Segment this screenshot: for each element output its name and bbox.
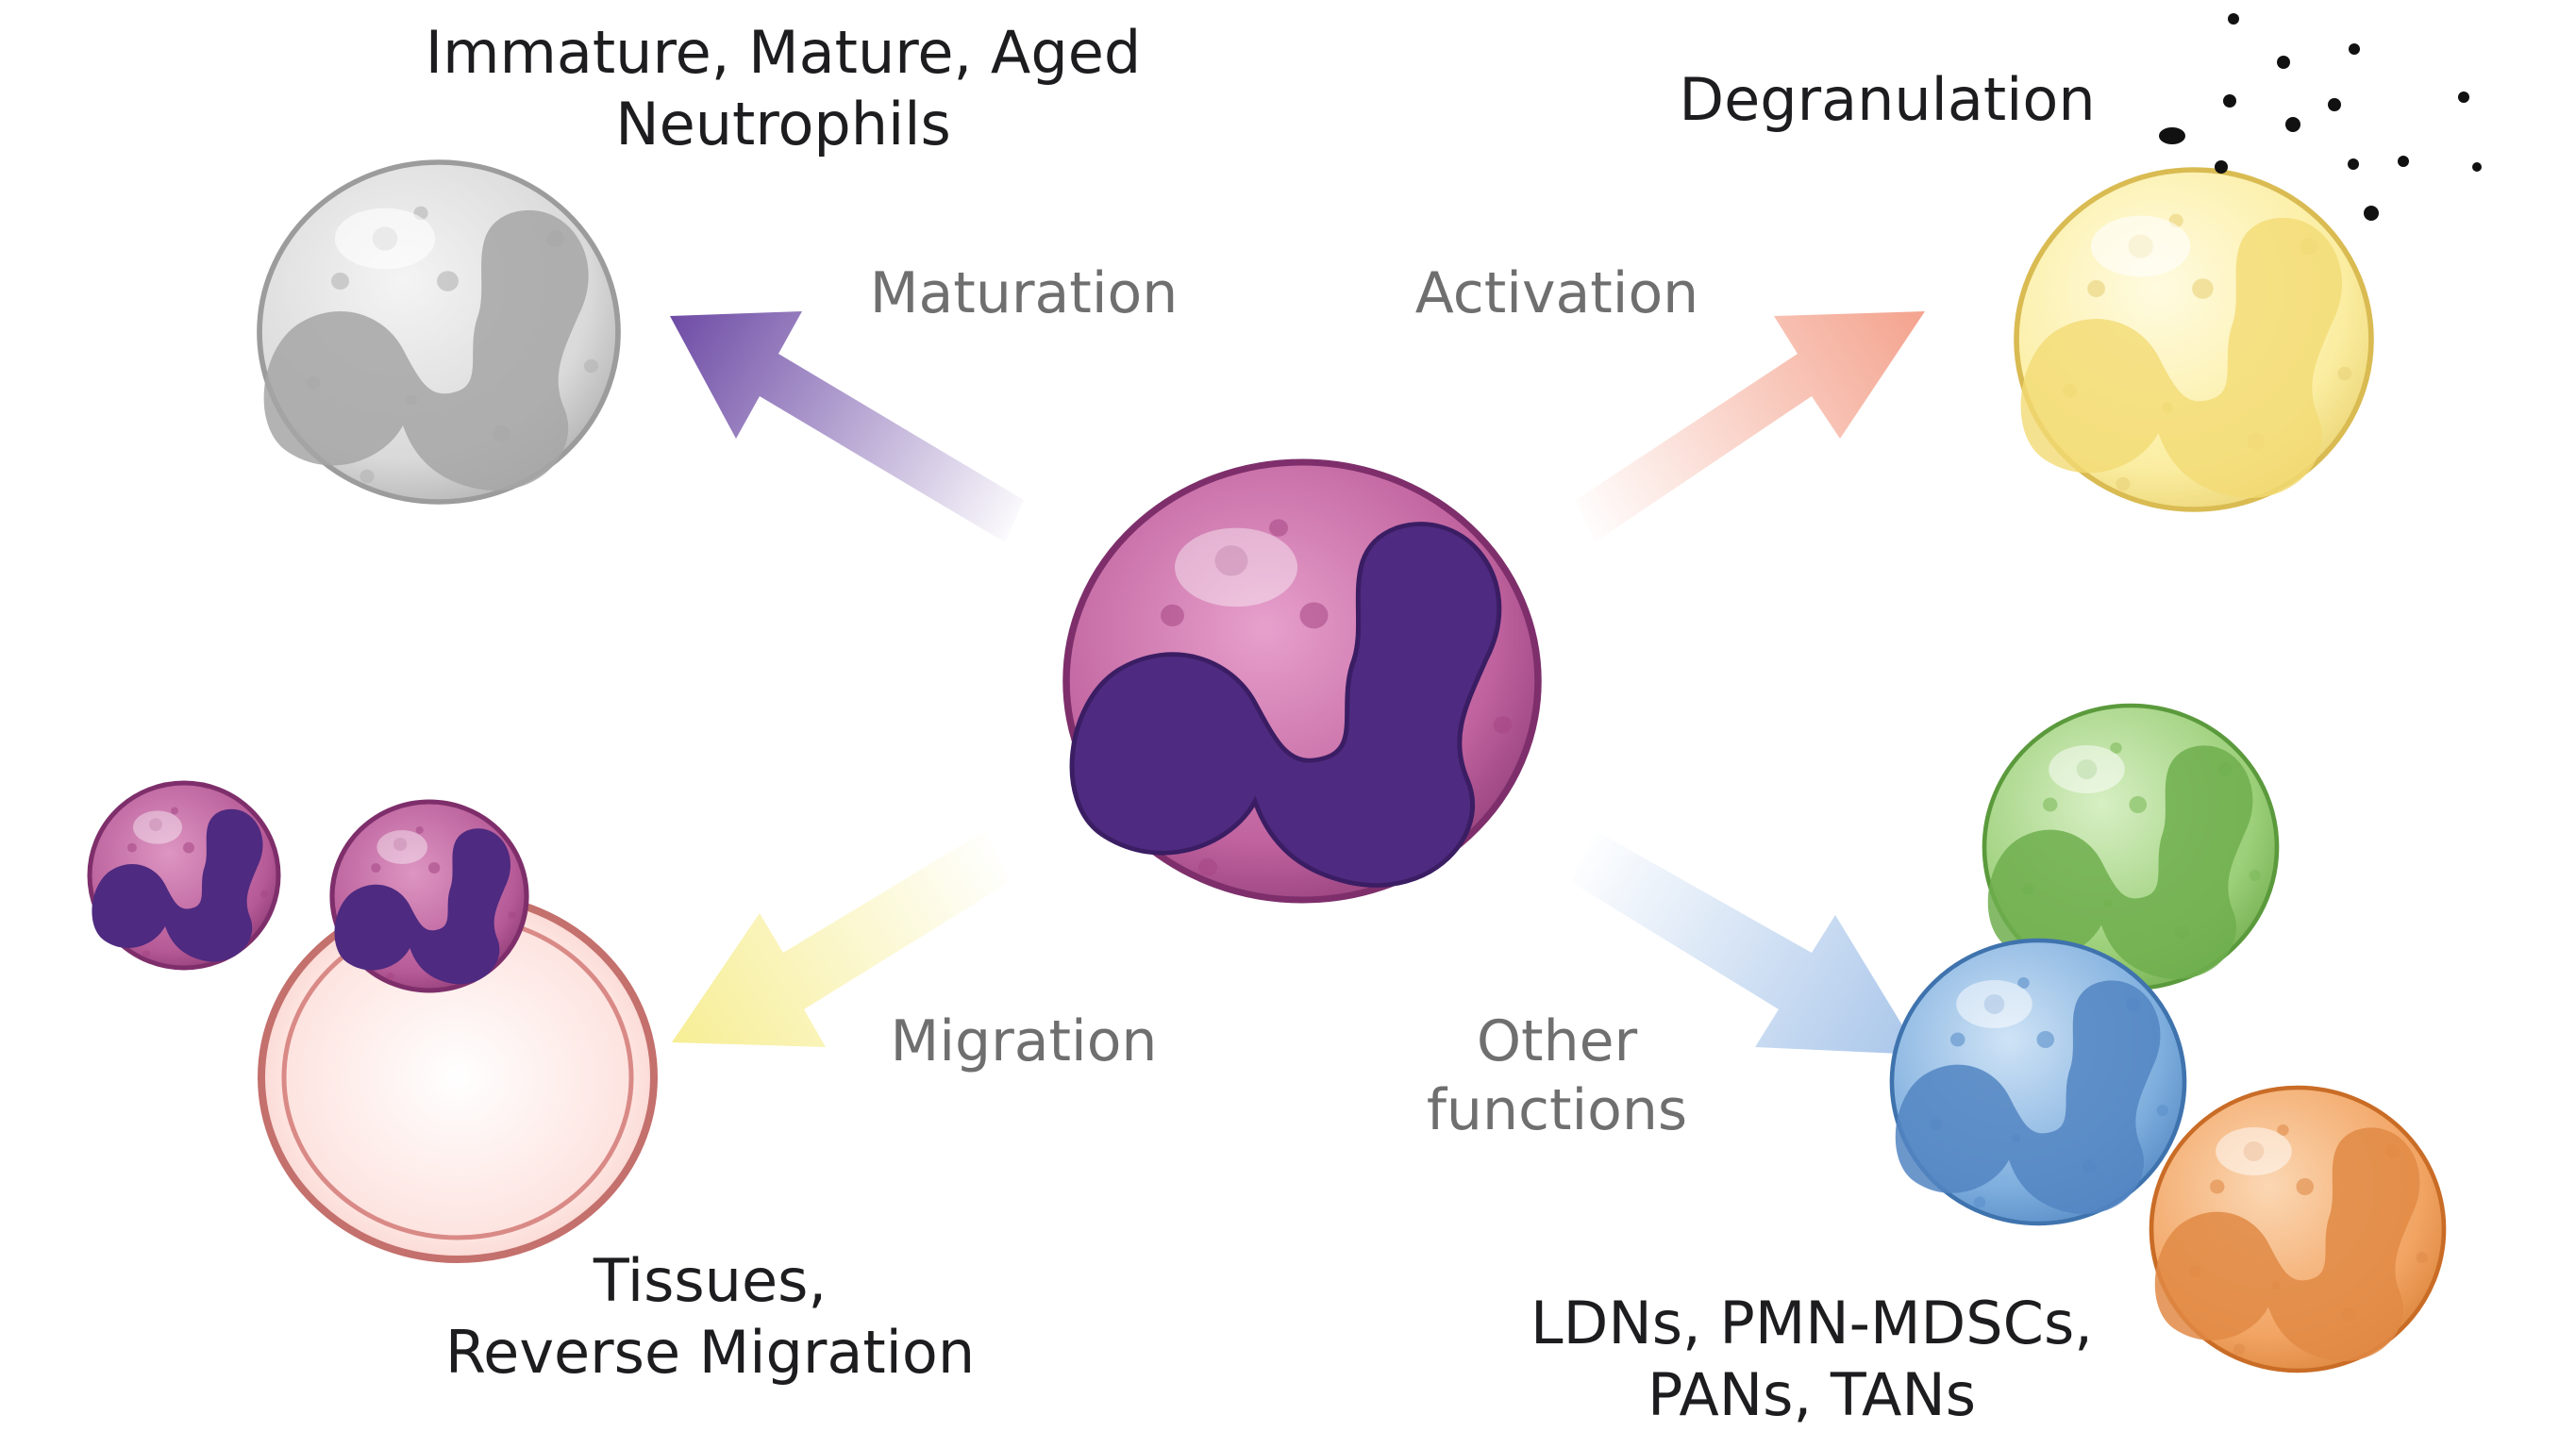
center-neutrophil-cell xyxy=(1062,458,1542,904)
label-tissues-line2: Reverse Migration xyxy=(444,1317,976,1387)
activation-arrow xyxy=(1576,311,1925,542)
other-functions-arrow xyxy=(1571,830,1920,1055)
label-tissues: Tissues, Reverse Migration xyxy=(396,1245,1024,1388)
small-neutrophil-migrating xyxy=(329,799,529,993)
label-other-functions-line1: Other xyxy=(1476,1008,1638,1074)
released-granules xyxy=(2159,13,2482,221)
label-neutrophil-stages: Immature, Mature, Aged Neutrophils xyxy=(359,17,1208,159)
label-degranulation: Degranulation xyxy=(1679,65,2096,134)
migration-arrow xyxy=(672,830,1010,1047)
label-migration: Migration xyxy=(890,1008,1158,1074)
label-neutrophil-stages-line2: Neutrophils xyxy=(615,89,951,158)
blue-neutrophil-cell xyxy=(1889,938,2187,1226)
label-other-functions: Other functions xyxy=(1368,1007,1746,1145)
orange-neutrophil-cell xyxy=(2149,1085,2447,1373)
label-activation: Activation xyxy=(1414,260,1699,326)
label-neutrophil-subsets: LDNs, PMN-MDSCs, PANs, TANs xyxy=(1481,1288,2142,1430)
degranulating-neutrophil-cell xyxy=(2014,167,2374,512)
label-neutrophil-stages-line1: Immature, Mature, Aged xyxy=(425,18,1142,87)
maturation-arrow xyxy=(670,311,1024,542)
label-neutrophil-subsets-line1: LDNs, PMN-MDSCs, xyxy=(1531,1289,2093,1357)
small-neutrophil-left xyxy=(87,780,281,971)
label-tissues-line1: Tissues, xyxy=(593,1246,828,1315)
label-other-functions-line2: functions xyxy=(1426,1077,1688,1144)
label-maturation: Maturation xyxy=(869,260,1179,326)
aged-neutrophil-cell xyxy=(257,159,621,505)
label-neutrophil-subsets-line2: PANs, TANs xyxy=(1647,1359,1977,1429)
